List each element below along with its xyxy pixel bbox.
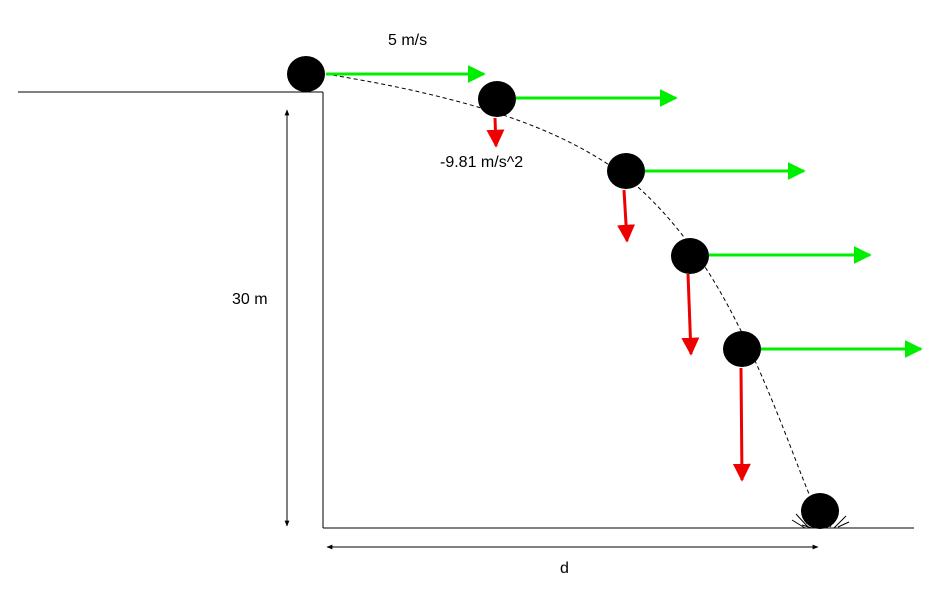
initial-velocity-label: 5 m/s: [388, 32, 428, 49]
ball-icon: [607, 153, 645, 189]
acceleration-arrow: [617, 189, 636, 243]
acceleration-arrow: [732, 367, 751, 482]
acceleration-arrow: [681, 273, 700, 356]
horizontal-distance-label: d: [560, 560, 569, 577]
cliff-height-label: 30 m: [232, 291, 268, 308]
acceleration-arrow: [486, 117, 505, 148]
ball-icon: [478, 81, 516, 117]
ball-icon: [801, 493, 839, 529]
acceleration-label: -9.81 m/s^2: [440, 154, 524, 171]
ball-icon: [287, 56, 325, 92]
ball-icon: [723, 331, 761, 367]
ball-icon: [671, 238, 709, 274]
trajectory-path: [325, 73, 819, 513]
